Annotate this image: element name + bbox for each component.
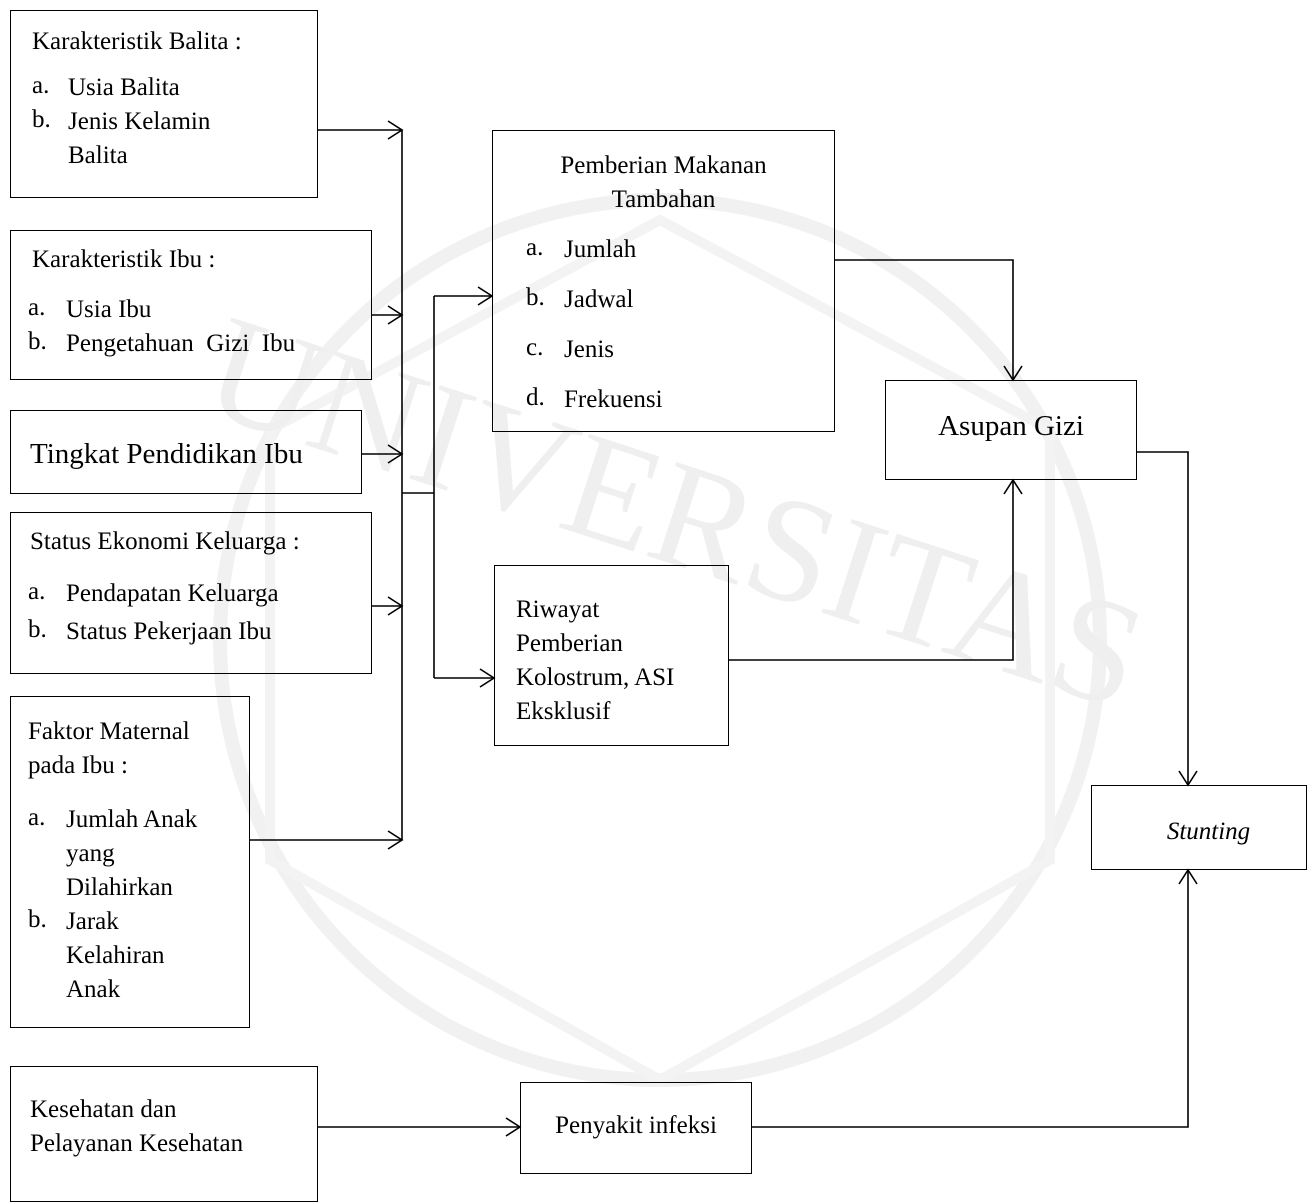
arrow-pmt-asupan [835,259,1014,380]
arrow-penyakit-stunting [752,870,1189,1128]
pmt-marker-c: c. [526,334,544,361]
balita-item-b-1: Jenis Kelamin [68,108,211,135]
stunting-title: Stunting [1166,818,1251,845]
kesehatan-line-2: Pelayanan Kesehatan [30,1130,244,1157]
box-faktor-maternal [10,696,250,1028]
maternal-title-1: Faktor Maternal [28,718,190,745]
ibu-item-a: Usia Ibu [66,296,152,323]
pmt-marker-d: d. [526,384,545,411]
maternal-marker-a: a. [28,804,46,831]
pmt-title-2: Tambahan [611,186,716,213]
maternal-item-b-3: Anak [66,976,121,1003]
box-karakteristik-ibu [10,230,372,380]
ibu-marker-b: b. [28,328,47,355]
arrow-asupan-stunting [1137,451,1189,785]
riwayat-line-2: Pemberian [516,630,623,657]
box-stunting [1091,785,1307,870]
box-status-ekonomi [10,512,372,674]
maternal-item-a-3: Dilahirkan [66,874,173,901]
pmt-item-jumlah: Jumlah [564,236,637,263]
maternal-item-a-1: Jumlah Anak [66,806,198,833]
pmt-marker-b: b. [526,284,545,311]
kesehatan-line-1: Kesehatan dan [30,1096,177,1123]
ibu-title: Karakteristik Ibu : [32,246,216,273]
balita-marker-a: a. [32,72,50,99]
ekonomi-marker-b: b. [28,616,47,643]
maternal-item-a-2: yang [66,840,115,867]
pmt-item-jadwal: Jadwal [564,286,634,313]
maternal-item-b-2: Kelahiran [66,942,165,969]
balita-item-b-2: Balita [68,142,128,169]
ibu-item-b: Pengetahuan Gizi Ibu [66,330,296,357]
ibu-marker-a: a. [28,294,46,321]
pmt-item-jenis: Jenis [564,336,614,363]
box-karakteristik-balita [10,10,318,198]
riwayat-line-1: Riwayat [516,596,600,623]
box-riwayat [494,565,729,746]
maternal-marker-b: b. [28,906,47,933]
ekonomi-item-b: Status Pekerjaan Ibu [66,618,272,645]
pmt-item-frekuensi: Frekuensi [564,386,663,413]
pmt-title-1: Pemberian Makanan [560,152,767,179]
maternal-item-b-1: Jarak [66,908,119,935]
balita-item-a: Usia Balita [68,74,180,101]
ekonomi-marker-a: a. [28,578,46,605]
pmt-marker-a: a. [526,234,544,261]
maternal-title-2: pada Ibu : [28,752,128,779]
penyakit-title: Penyakit infeksi [555,1112,717,1139]
box-penyakit-infeksi [520,1082,752,1174]
box-tingkat-pendidikan [10,410,362,494]
pendidikan-title: Tingkat Pendidikan Ibu [30,438,303,470]
balita-title: Karakteristik Balita : [32,28,242,55]
riwayat-line-3: Kolostrum, ASI [516,664,675,691]
box-pmt [492,130,835,432]
ekonomi-item-a: Pendapatan Keluarga [66,580,279,607]
ekonomi-title: Status Ekonomi Keluarga : [30,528,300,555]
balita-marker-b: b. [32,106,51,133]
asupan-title: Asupan Gizi [938,410,1084,442]
riwayat-line-4: Eksklusif [516,698,611,725]
arrow-riwayat-asupan [729,480,1014,661]
box-asupan-gizi [885,380,1137,480]
